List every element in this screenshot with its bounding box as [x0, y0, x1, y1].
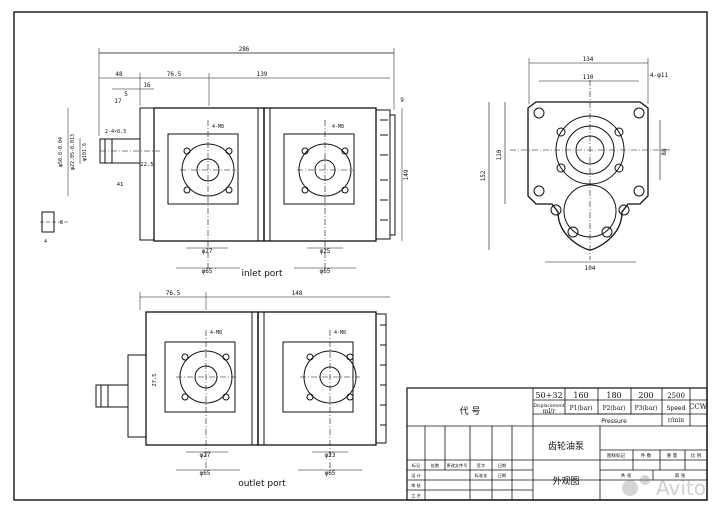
stage-mark-label: 图样标记	[607, 452, 625, 459]
outlet-port-label: outlet port	[238, 479, 286, 489]
dim-4: 4	[44, 239, 47, 245]
dim-8: 8	[60, 220, 63, 226]
dim-phi65-bottom2: φ65	[325, 470, 336, 477]
displacement-unit: ml/r	[543, 408, 556, 415]
date-label: 日期	[498, 473, 506, 479]
sheet-total-label: 共 张	[621, 472, 632, 479]
title-block	[406, 387, 708, 501]
dim-48: 48	[115, 71, 123, 78]
dim-big-diameter: φ101.6	[82, 143, 88, 161]
speed-unit: r/min	[668, 417, 684, 424]
thread-label-c: 4-M8	[210, 330, 222, 336]
dim-phi27-top: φ27	[202, 248, 213, 255]
p3-label: P3(bar)	[635, 405, 658, 412]
thread-label-d: 4-M8	[334, 330, 346, 336]
dim-phi23: φ23	[325, 452, 336, 459]
bottom-side-view	[95, 292, 390, 471]
dim-104: 104	[585, 265, 596, 272]
view-name: 外观图	[552, 475, 579, 487]
dim-16: 16	[143, 82, 151, 89]
dim-pilot-diameter: φ22.05-0.013	[70, 134, 76, 170]
pressure-p2-value: 180	[606, 391, 621, 400]
dim-76-5-bottom: 76.5	[166, 290, 181, 297]
watermark-text: Avito	[656, 476, 706, 500]
quantity-label: 件 数	[641, 452, 652, 459]
dim-88: 88	[661, 148, 668, 156]
speed-value: 2500	[667, 392, 685, 400]
end-view	[488, 58, 670, 263]
dim-9: 9	[400, 97, 404, 104]
dim-152: 152	[480, 170, 487, 181]
rev-count-label: 处数	[431, 462, 440, 469]
sheet-number-label: 第 张	[675, 472, 686, 479]
dim-139: 139	[257, 71, 268, 78]
pressure-p1-value: 160	[573, 391, 588, 400]
watermark: Avito	[622, 475, 706, 500]
top-side-view	[40, 48, 403, 270]
dim-phi65-top: φ65	[202, 268, 213, 275]
rev-sign-label: 签字	[477, 462, 485, 468]
dim-5: 5	[124, 91, 128, 98]
dim-total-length: 286	[239, 46, 250, 53]
dim-phi25: φ25	[320, 248, 331, 255]
std-label: 标准化	[475, 472, 488, 479]
p2-label: P2(bar)	[603, 405, 626, 412]
check-label: 审 核	[411, 482, 422, 489]
rev-mark-label: 标记	[412, 462, 421, 469]
dim-phi27-bottom: φ27	[200, 452, 211, 459]
displacement-label: Displacement	[534, 403, 565, 409]
dim-148: 148	[292, 290, 303, 297]
dim-4-holes: 4-φ11	[650, 72, 668, 79]
sheet-border	[13, 11, 708, 501]
dim-110-v: 110	[496, 149, 503, 160]
dim-phi65-top2: φ65	[320, 268, 331, 275]
dim-17: 17	[114, 98, 122, 105]
dim-149: 149	[403, 169, 410, 180]
design-label: 设 计	[411, 472, 421, 479]
product-name: 齿轮油泵	[548, 440, 584, 452]
inlet-port-label: inlet port	[241, 269, 283, 279]
ratio-label: 比 例	[691, 452, 702, 459]
p1-label: P1(bar)	[570, 405, 593, 412]
thread-label-a: 4-M8	[212, 124, 224, 130]
dim-76-5-top: 76.5	[167, 71, 182, 78]
weight-label: 重 量	[667, 452, 678, 459]
dim-27-5: 27.5	[152, 373, 158, 386]
craft-label: 工 艺	[411, 493, 421, 498]
pressure-label: Pressure	[601, 418, 627, 425]
rev-date-label: 日期	[498, 463, 506, 469]
thread-label-b: 4-M8	[332, 124, 344, 130]
dim-22-5: 22.5	[140, 162, 153, 168]
dim-110-h: 110	[583, 74, 594, 81]
dim-spline-holes: 2-4×8.3	[105, 129, 126, 135]
dim-phi65-bottom: φ65	[200, 470, 211, 477]
code-label: 代 号	[460, 406, 481, 417]
rev-doc-label: 更改文件号	[447, 462, 468, 469]
dim-41: 41	[117, 182, 124, 188]
rotation-direction: CCW	[689, 403, 708, 411]
speed-label: Speed	[667, 405, 686, 412]
pressure-p3-value: 200	[638, 391, 653, 400]
dim-shaft-diameter: φ50.8-0.04	[58, 137, 64, 167]
model-displacement: 50+32	[535, 391, 562, 400]
dim-134: 134	[583, 56, 594, 63]
